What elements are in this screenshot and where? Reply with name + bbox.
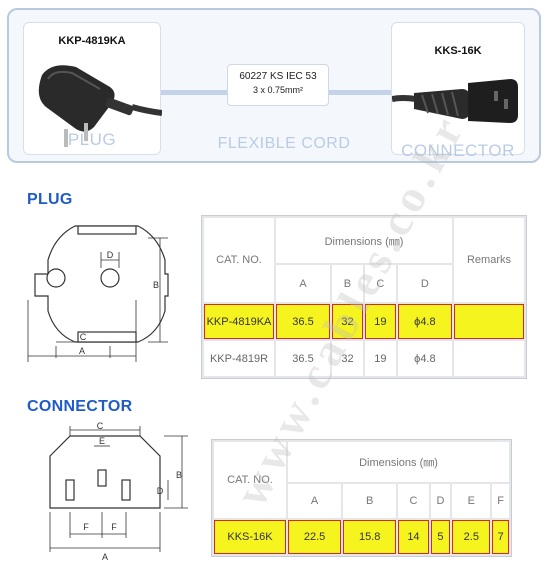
connector-dimensions-header: Dimensions (㎜) — [288, 442, 509, 482]
connector-dim-label-a: A — [102, 552, 108, 562]
connector-dim-label-c: C — [97, 422, 104, 431]
plug-dim-label-b: B — [153, 280, 159, 290]
plug-product-code: KKP-4819KA — [58, 35, 126, 47]
connector-row-value: 5 — [430, 520, 451, 554]
plug-spec-table: CAT. NO. Dimensions (㎜) Remarks A B C D … — [201, 215, 527, 379]
plug-row-cat: KKP-4819R — [204, 341, 274, 376]
table-row: KKP-4819KA 36.5 32 19 ϕ4.8 — [204, 304, 524, 340]
plug-col-b: B — [332, 265, 363, 303]
connector-col-e: E — [452, 484, 491, 518]
table-row: KKS-16K 22.5 15.8 14 5 2.5 7 — [214, 520, 509, 554]
plug-col-a: A — [276, 265, 331, 303]
plug-row-remarks — [454, 304, 524, 340]
plug-row-value: 19 — [364, 304, 396, 340]
connector-row-value: 15.8 — [343, 520, 397, 554]
plug-dimensions-header: Dimensions (㎜) — [276, 218, 452, 264]
cord-label: FLEXIBLE CORD — [217, 135, 351, 152]
connector-product-card: KKS-16K CONNECTOR — [391, 22, 525, 160]
cord-spec-standard: 60227 KS IEC 53 — [239, 71, 317, 82]
plug-photo-icon — [38, 65, 162, 147]
plug-row-value: 36.5 — [276, 304, 331, 340]
plug-row-value: 32 — [332, 304, 363, 340]
connector-col-f: F — [492, 484, 509, 518]
cord-spec-size: 3 x 0.75mm² — [252, 85, 303, 95]
plug-row-value: 36.5 — [276, 341, 331, 376]
plug-row-value: 19 — [364, 341, 396, 376]
plug-section-title: PLUG — [27, 191, 73, 208]
plug-row-remarks — [454, 341, 524, 376]
plug-col-d: D — [397, 265, 452, 303]
connector-cat-header: CAT. NO. — [214, 442, 286, 518]
connector-col-d: D — [430, 484, 451, 518]
plug-row-value: ϕ4.8 — [397, 304, 452, 340]
connector-label: CONNECTOR — [401, 141, 515, 160]
connector-dim-label-d: D — [157, 486, 164, 496]
connector-dim-label-e: E — [99, 436, 105, 446]
connector-row-value: 14 — [398, 520, 429, 554]
connector-row-value: 2.5 — [452, 520, 491, 554]
connector-row-value: 7 — [492, 520, 509, 554]
connector-col-a: A — [288, 484, 342, 518]
connector-row-cat: KKS-16K — [214, 520, 286, 554]
cord-spec-box: 60227 KS IEC 53 3 x 0.75mm² — [227, 64, 329, 106]
connector-dim-label-f: F — [83, 522, 89, 532]
plug-dim-label-c: C — [80, 332, 87, 342]
plug-cat-header: CAT. NO. — [204, 218, 274, 303]
plug-label: PLUG — [67, 130, 117, 149]
connector-col-b: B — [343, 484, 397, 518]
plug-dim-label-d: D — [107, 250, 114, 260]
connector-product-code: KKS-16K — [434, 45, 482, 57]
plug-dimension-diagram: C A D B — [27, 225, 169, 362]
connector-dimension-diagram: C E B D F F A — [49, 422, 188, 562]
connector-dim-label-b: B — [176, 470, 182, 480]
plug-remarks-header: Remarks — [454, 218, 524, 303]
plug-row-value: 32 — [332, 341, 363, 376]
assembly-panel: KKP-4819KA PLUG 60227 KS IEC 53 3 x 0.75… — [7, 8, 541, 163]
plug-dim-label-a: A — [79, 346, 85, 356]
plug-row-cat: KKP-4819KA — [204, 304, 274, 340]
connector-spec-table: CAT. NO. Dimensions (㎜) A B C D E F KKS-… — [211, 439, 512, 557]
connector-col-c: C — [398, 484, 429, 518]
connector-row-value: 22.5 — [288, 520, 342, 554]
plug-row-value: ϕ4.8 — [397, 341, 452, 376]
plug-product-card: KKP-4819KA PLUG — [23, 22, 162, 155]
plug-col-c: C — [364, 265, 396, 303]
connector-section-title: CONNECTOR — [27, 398, 133, 415]
connector-photo-icon — [392, 79, 518, 123]
table-row: KKP-4819R 36.5 32 19 ϕ4.8 — [204, 341, 524, 376]
connector-dim-label-f: F — [111, 522, 117, 532]
